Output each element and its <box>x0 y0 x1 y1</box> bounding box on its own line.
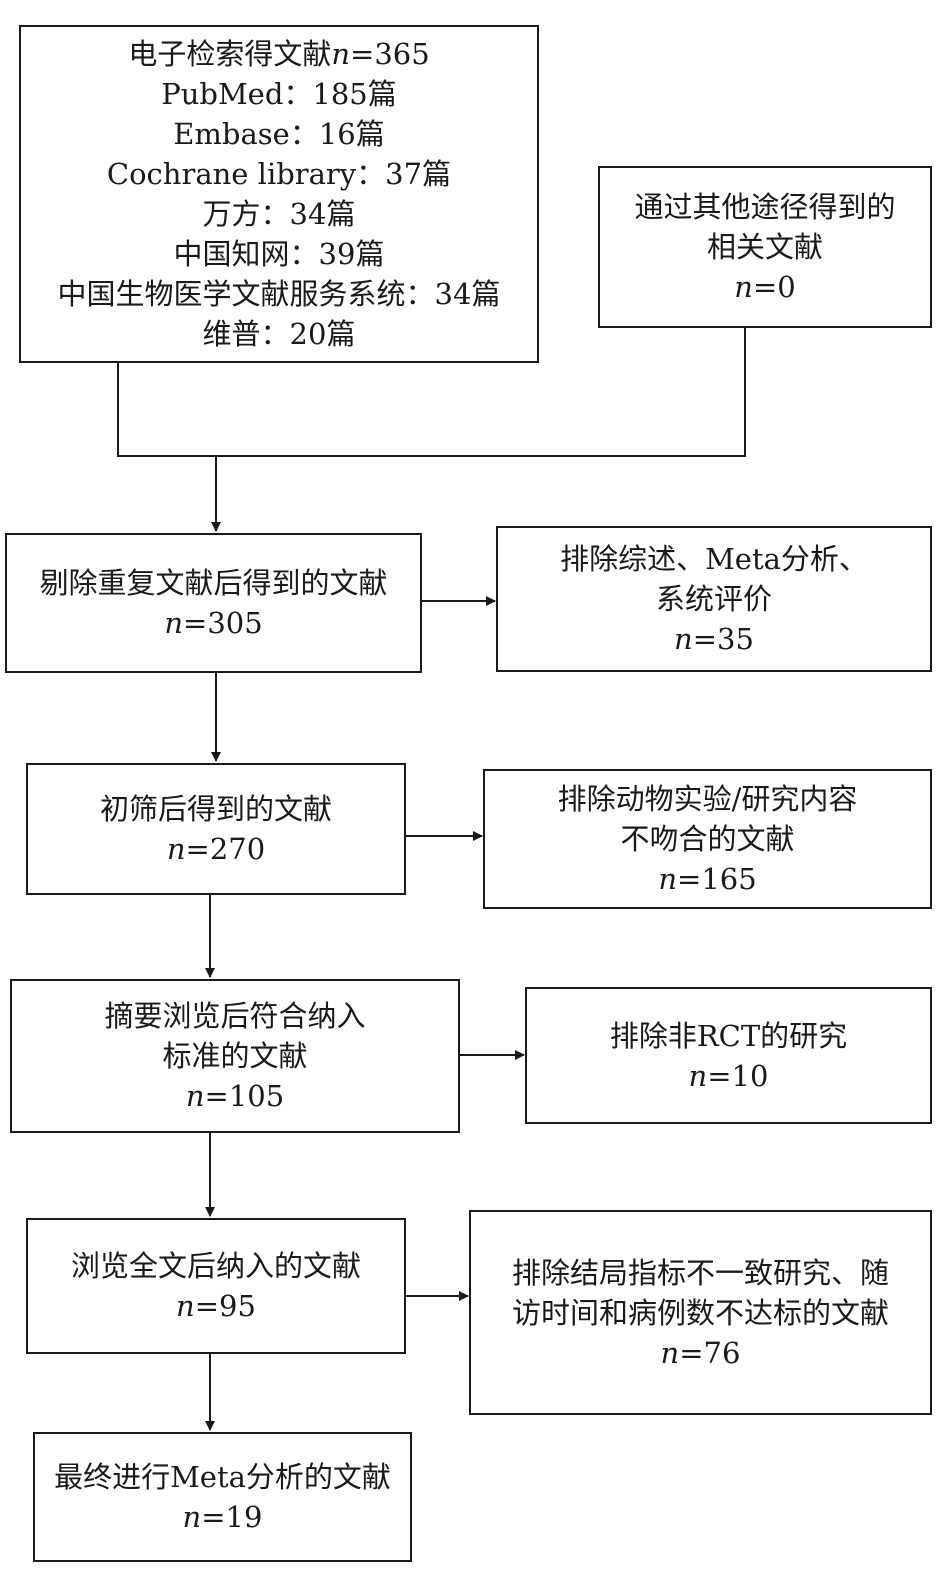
other-line-1: 通过其他途径得到的 <box>634 190 896 224</box>
fulltext-review-count: n=95 <box>176 1289 256 1323</box>
final-meta-box: 最终进行Meta分析的文献 n=19 <box>33 1432 412 1562</box>
exclusion-outcome-count: n=76 <box>660 1335 741 1370</box>
final-meta-label: 最终进行Meta分析的文献 <box>54 1460 391 1494</box>
exclusion-outcome-line-2: 访时间和病例数不达标的文献 <box>511 1295 889 1330</box>
exclusion-animal-line-1: 排除动物实验/研究内容 <box>557 782 858 816</box>
electronic-search-box: 电子检索得文献n=365 PubMed：185篇 Embase：16篇 Coch… <box>19 25 539 363</box>
final-meta-count: n=19 <box>182 1500 263 1534</box>
db-cnki: 中国知网：39篇 <box>173 237 385 271</box>
db-embase: Embase：16篇 <box>173 117 385 151</box>
exclusion-reviews-count: n=35 <box>674 622 754 656</box>
exclusion-outcome-line-1: 排除结局指标不一致研究、随 <box>511 1255 889 1290</box>
dedup-label: 剔除重复文献后得到的文献 <box>39 566 388 600</box>
db-pubmed: PubMed：185篇 <box>161 77 397 111</box>
exclusion-reviews-box: 排除综述、Meta分析、 系统评价 n=35 <box>496 526 932 672</box>
exclusion-non-rct-count: n=10 <box>688 1058 769 1093</box>
other-sources-box: 通过其他途径得到的 相关文献 n=0 <box>598 166 932 328</box>
exclusion-animal-line-2: 不吻合的文献 <box>620 822 795 856</box>
db-vip: 维普：20篇 <box>202 317 356 351</box>
db-cochrane: Cochrane library：37篇 <box>106 157 452 191</box>
exclusion-outcome-box: 排除结局指标不一致研究、随 访时间和病例数不达标的文献 n=76 <box>469 1210 932 1415</box>
other-count: n=0 <box>734 270 796 304</box>
initial-screen-label: 初筛后得到的文献 <box>99 792 332 826</box>
fulltext-review-box: 浏览全文后纳入的文献 n=95 <box>26 1218 406 1354</box>
abstract-review-line-2: 标准的文献 <box>162 1039 308 1073</box>
db-sinomed: 中国生物医学文献服务系统：34篇 <box>57 277 501 311</box>
initial-screen-box: 初筛后得到的文献 n=270 <box>26 763 406 895</box>
abstract-review-line-1: 摘要浏览后符合纳入 <box>104 999 366 1033</box>
merge-line <box>117 328 746 457</box>
exclusion-reviews-line-2: 系统评价 <box>655 582 772 616</box>
db-wanfang: 万方：34篇 <box>202 197 356 231</box>
dedup-box: 剔除重复文献后得到的文献 n=305 <box>5 533 422 673</box>
exclusion-non-rct-box: 排除非RCT的研究 n=10 <box>525 987 932 1124</box>
exclusion-animal-box: 排除动物实验/研究内容 不吻合的文献 n=165 <box>483 769 932 909</box>
search-title: 电子检索得文献n=365 <box>128 37 430 71</box>
other-line-2: 相关文献 <box>706 230 823 264</box>
exclusion-animal-count: n=165 <box>658 862 757 896</box>
exclusion-reviews-line-1: 排除综述、Meta分析、 <box>560 542 868 576</box>
fulltext-review-label: 浏览全文后纳入的文献 <box>70 1249 361 1283</box>
abstract-review-box: 摘要浏览后符合纳入 标准的文献 n=105 <box>10 979 460 1133</box>
dedup-count: n=305 <box>164 606 263 640</box>
initial-screen-count: n=270 <box>166 832 266 866</box>
exclusion-non-rct-label: 排除非RCT的研究 <box>609 1018 848 1053</box>
abstract-review-count: n=105 <box>185 1079 285 1113</box>
